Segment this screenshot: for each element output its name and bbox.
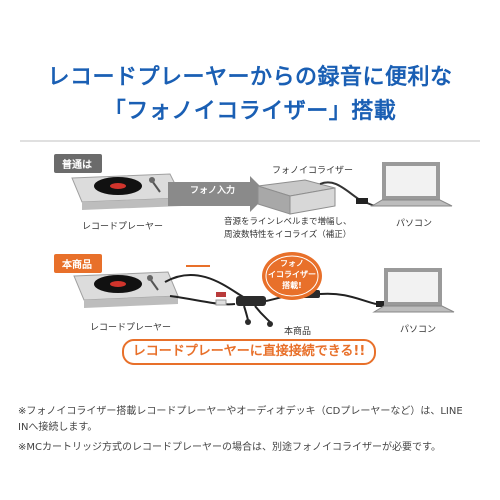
note-line2: INへ接続します。: [18, 422, 98, 433]
headline-line1: レコードプレーヤーからの録音に便利な: [47, 65, 453, 90]
product-pc-label: パソコン: [400, 325, 437, 335]
arrow-icon: [168, 176, 268, 212]
divider: [20, 140, 480, 142]
phono-input-label: フォノ入力: [190, 186, 236, 196]
phono-equalizer-icon: [257, 179, 393, 215]
note-line3: ※MCカートリッジ方式のレコードプレーヤーの場合は、別途フォノイコライザーが必要…: [18, 442, 441, 453]
product-player-label: レコードプレーヤー: [90, 323, 172, 333]
normal-pc-label: パソコン: [396, 219, 433, 229]
device-desc-line2: 周波数特性をイコライズ（補正）: [224, 230, 352, 240]
headline-line2: 「フォノイコライザー」搭載: [103, 99, 397, 124]
tag-product: 本商品: [54, 254, 102, 273]
direct-connect-callout: レコードプレーヤーに直接接続できる!!: [122, 339, 376, 365]
laptop-icon: [372, 268, 455, 313]
badge-line1: フォノ: [280, 259, 304, 268]
normal-player-label: レコードプレーヤー: [82, 222, 164, 232]
badge-line2: イコライザー: [268, 270, 316, 279]
badge-line3: 搭載!: [282, 281, 302, 290]
note-line1: ※フォノイコライザー搭載レコードプレーヤーやオーディオデッキ（CDプレーヤーなど…: [18, 406, 463, 417]
badge-starburst: [262, 252, 322, 300]
device-desc-line1: 音源をラインレベルまで増幅し、: [224, 217, 352, 227]
device-label: フォノイコライザー: [272, 166, 354, 176]
cable-label: 本商品: [284, 327, 312, 337]
laptop-icon: [370, 162, 453, 207]
turntable-icon: [73, 271, 179, 308]
turntable-icon: [71, 173, 183, 210]
tag-normal: 普通は: [54, 154, 102, 173]
